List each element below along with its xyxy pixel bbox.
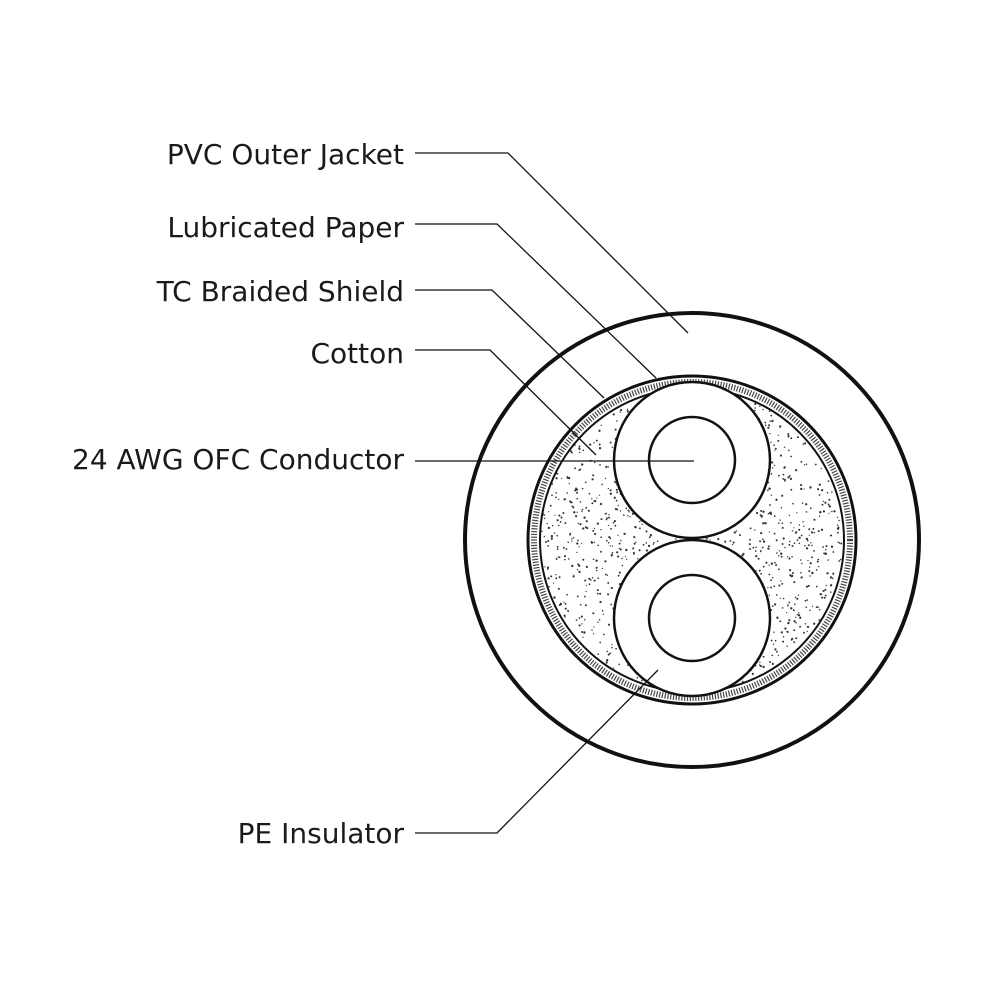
label-cotton: Cotton: [310, 337, 404, 370]
label-24-awg-ofc-conductor: 24 AWG OFC Conductor: [72, 443, 404, 476]
conductor-top: [647, 415, 737, 505]
leader-line-cotton: [415, 349, 597, 456]
conductor-bottom: [647, 573, 737, 663]
label-lubricated-paper: Lubricated Paper: [167, 211, 404, 244]
leader-line-lubricated-paper: [415, 223, 657, 379]
leader-line-pvc-outer-jacket: [415, 152, 689, 334]
leader-line-tc-braided-shield: [415, 289, 605, 399]
label-pe-insulator: PE Insulator: [237, 817, 404, 850]
label-tc-braided-shield: TC Braided Shield: [156, 275, 404, 308]
leader-line-pe-insulator: [415, 669, 659, 834]
braid-dash-ring: [531, 379, 853, 701]
label-pvc-outer-jacket: PVC Outer Jacket: [166, 138, 404, 171]
